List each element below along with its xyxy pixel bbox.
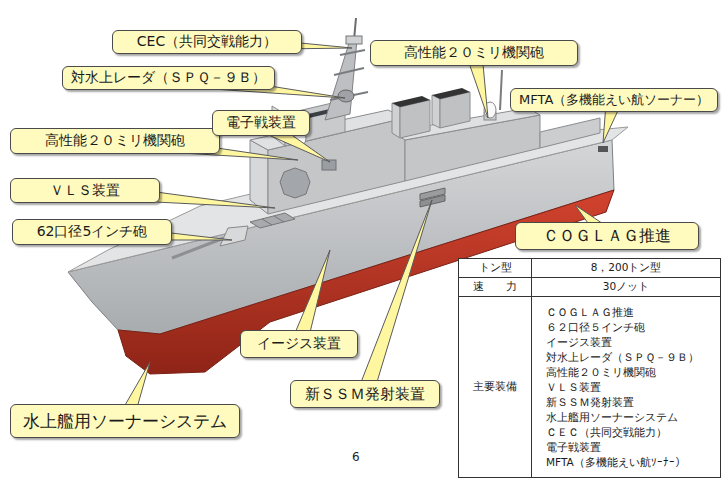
callout-box: 高性能２０ミリ機関砲 [370, 40, 578, 66]
callout-box: MFTA（多機能えい航ソーナー） [510, 88, 718, 112]
callout-box: ＶＬＳ装置 [10, 178, 160, 203]
table-cell: 対水上レーダ（ＳＰＱ－９Ｂ） [546, 350, 716, 365]
callout-box: 高性能２０ミリ機関砲 [10, 128, 220, 154]
callout-box: 水上艦用ソーナーシステム [10, 404, 240, 438]
callout-text: イージス装置 [257, 335, 341, 353]
table-cell: ＣＯＧＬＡＧ推進 [546, 305, 716, 320]
forward-superstructure [280, 168, 310, 198]
ssm-launcher [420, 195, 445, 207]
mast [346, 36, 362, 44]
table-cell: 主要装備 [463, 380, 527, 394]
spec-row: トン型 8，200トン型 [459, 259, 721, 278]
aft-superstructure [392, 70, 600, 181]
aft-superstructure [432, 95, 440, 128]
mast [338, 90, 354, 102]
mast [334, 68, 364, 75]
table-cell: MFTA（多機能えい航ｿｰﾅｰ） [546, 455, 716, 470]
mast [340, 50, 365, 55]
aft-superstructure [540, 118, 600, 148]
table-cell: 電子戦装置 [546, 440, 716, 455]
gun-mount [172, 238, 224, 258]
vls-cells [250, 213, 295, 228]
callout-box: ＣＯＧＬＡＧ推進 [515, 222, 699, 250]
table-cell: トン型 [463, 261, 527, 275]
callout-box: 62口径5インチ砲 [12, 219, 172, 245]
vls-cells [262, 219, 272, 225]
vls-cells [274, 216, 284, 222]
spec-value-cell: ＣＯＧＬＡＧ推進６２口径５インチ砲イージス装置対水上レーダ（ＳＰＱ－９Ｂ）高性能… [532, 297, 721, 478]
table-cell: イージス装置 [546, 335, 716, 350]
spec-row: 主要装備 ＣＯＧＬＡＧ推進６２口径５インチ砲イージス装置対水上レーダ（ＳＰＱ－９Ｂ… [459, 297, 721, 478]
callout-text: 62口径5インチ砲 [37, 223, 148, 241]
mast [325, 18, 368, 120]
callout-text: 水上艦用ソーナーシステム [23, 410, 227, 433]
gun-mount [220, 226, 248, 246]
callout-box: 新ＳＳＭ発射装置 [290, 380, 440, 408]
spec-head-cell: トン型 [459, 259, 532, 278]
callout-text: ＣＯＧＬＡＧ推進 [543, 226, 671, 247]
table-cell: 高性能２０ミリ機関砲 [546, 365, 716, 380]
table-cell: 8，200トン型 [536, 261, 716, 275]
spec-value-cell: 8，200トン型 [532, 259, 721, 278]
aft-superstructure [500, 70, 502, 110]
forward-superstructure [250, 140, 268, 214]
spec-table-frame: トン型 8，200トン型速 力 30ノット主要装備 ＣＯＧＬＡＧ推進６２口径５インチ砲… [458, 258, 721, 478]
ssm-launcher [420, 188, 445, 207]
callout-text: 高性能２０ミリ機関砲 [404, 44, 544, 62]
table-cell: 新ＳＳＭ発射装置 [546, 395, 716, 410]
table-cell: ６２口径５インチ砲 [546, 320, 716, 335]
spec-row: 速 力 30ノット [459, 278, 721, 297]
spec-table: トン型 8，200トン型速 力 30ノット主要装備 ＣＯＧＬＡＧ推進６２口径５インチ砲… [458, 258, 721, 478]
table-cell: 水上艦用ソーナーシステム [546, 410, 716, 425]
spec-value-cell: 30ノット [532, 278, 721, 297]
spec-table-body: トン型 8，200トン型速 力 30ノット主要装備 ＣＯＧＬＡＧ推進６２口径５インチ砲… [459, 259, 721, 478]
callout-box: イージス装置 [240, 330, 358, 358]
aft-superstructure [392, 103, 400, 138]
callout-box: 電子戦装置 [212, 110, 310, 136]
callout-text: CEC（共同交戦能力） [137, 33, 277, 51]
callout-box: 対水上レーダ（ＳＰＱ－９Ｂ） [62, 66, 275, 90]
callout-text: MFTA（多機能えい航ソーナー） [519, 91, 709, 109]
callout-text: ＶＬＳ装置 [50, 182, 120, 200]
table-cell: 30ノット [536, 280, 716, 294]
callout-text: 電子戦装置 [226, 114, 296, 132]
callout-text: 新ＳＳＭ発射装置 [305, 385, 425, 404]
spec-head-cell: 主要装備 [459, 297, 532, 478]
page-number: 6 [352, 450, 360, 464]
table-cell: ＶＬＳ装置 [546, 380, 716, 395]
aft-superstructure [392, 96, 430, 107]
callout-text: 対水上レーダ（ＳＰＱ－９Ｂ） [71, 69, 266, 87]
table-cell: ＣＥＣ（共同交戦能力） [546, 425, 716, 440]
gun-mount [172, 226, 248, 258]
towed-array [598, 146, 608, 152]
spec-head-cell: 速 力 [459, 278, 532, 297]
aft-superstructure [432, 88, 470, 99]
vls-cells [250, 213, 295, 228]
callout-text: 高性能２０ミリ機関砲 [45, 132, 185, 150]
callout-box: CEC（共同交戦能力） [112, 30, 302, 54]
table-cell: 速 力 [463, 280, 527, 294]
towed-array [598, 146, 608, 152]
callout-pointer [357, 200, 432, 397]
